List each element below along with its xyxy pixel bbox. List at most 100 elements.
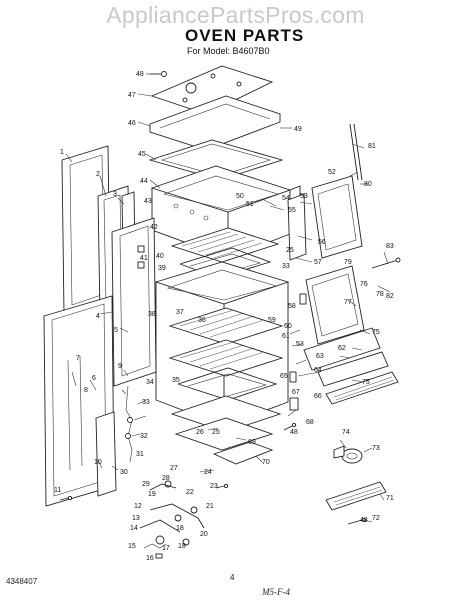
callout-76: 76	[360, 281, 368, 288]
leader-lines	[65, 73, 391, 523]
callout-51: 51	[246, 201, 254, 208]
control-cluster	[139, 480, 205, 559]
callout-63: 63	[316, 353, 324, 360]
callout-52: 52	[328, 169, 336, 176]
kick-grille	[325, 481, 387, 511]
callout-40: 40	[156, 253, 164, 260]
callout-7: 7	[76, 355, 80, 362]
callout-18-upper: 18	[176, 525, 184, 532]
callout-22: 22	[186, 489, 194, 496]
watermark: AppliancePartsPros.com	[106, 2, 365, 28]
callout-25: 25	[286, 247, 294, 254]
callout-48-bottom: 48	[360, 517, 368, 524]
callout-3: 3	[113, 191, 117, 198]
callout-77: 77	[344, 299, 352, 306]
callout-32: 32	[140, 433, 148, 440]
callout-27: 27	[170, 465, 178, 472]
callout-83: 83	[386, 243, 394, 250]
callout-31: 31	[136, 451, 144, 458]
callout-5: 5	[114, 327, 118, 334]
door-frame-lower	[303, 327, 389, 387]
front-frame	[111, 217, 157, 387]
callout-28: 28	[162, 475, 170, 482]
callout-4: 4	[96, 313, 100, 320]
callout-48-top: 48	[136, 71, 144, 78]
callout-82: 82	[386, 293, 394, 300]
callout-12: 12	[134, 503, 142, 510]
callout-38: 38	[148, 311, 156, 318]
callout-19: 19	[148, 491, 156, 498]
callout-70: 70	[262, 459, 270, 466]
callout-62: 62	[338, 345, 346, 352]
callout-71: 71	[386, 495, 394, 502]
callout-56: 56	[318, 239, 326, 246]
callout-1: 1	[60, 149, 64, 156]
callout-6: 6	[92, 375, 96, 382]
callout-64: 64	[314, 367, 322, 374]
callout-55: 55	[288, 207, 296, 214]
callout-2: 2	[96, 171, 100, 178]
callout-33-lower: 33	[142, 399, 150, 406]
callout-57: 57	[314, 259, 322, 266]
callout-labels: 48 47 46 4 9 45 44 1 2 3 43 42 41 40 39 5…	[54, 71, 394, 562]
callout-10: 10	[94, 459, 102, 466]
callout-36: 36	[198, 317, 206, 324]
callout-47: 47	[128, 92, 136, 99]
callout-48-mid: 48	[290, 429, 298, 436]
callout-20: 20	[200, 531, 208, 538]
door-hinge-bracket	[287, 193, 307, 261]
callout-44: 44	[140, 178, 148, 185]
callout-45: 45	[138, 151, 146, 158]
callout-34: 34	[146, 379, 154, 386]
callout-60: 60	[284, 323, 292, 330]
door-handle-rod	[371, 257, 401, 269]
callout-14: 14	[130, 525, 138, 532]
diagram-title: OVEN PARTS	[185, 26, 305, 45]
callout-9: 9	[118, 363, 122, 370]
callout-29: 29	[142, 481, 150, 488]
callout-79: 79	[344, 259, 352, 266]
callout-24: 24	[204, 469, 212, 476]
callout-80: 80	[364, 181, 372, 188]
callout-78: 78	[376, 291, 384, 298]
callout-75-upper: 75	[372, 329, 380, 336]
callout-50: 50	[236, 193, 244, 200]
lower-rack-middle	[168, 339, 284, 377]
callout-42: 42	[150, 224, 158, 231]
callout-21: 21	[206, 503, 214, 510]
upper-rack	[170, 227, 280, 263]
callout-75-lower: 75	[362, 379, 370, 386]
callout-61: 61	[282, 333, 290, 340]
callout-35: 35	[172, 377, 180, 384]
lower-side-strip	[95, 411, 117, 497]
callout-43: 43	[144, 198, 152, 205]
callout-73: 73	[372, 445, 380, 452]
door-glass-upper	[311, 175, 363, 259]
callout-58: 58	[288, 303, 296, 310]
lower-rack-top	[168, 307, 284, 345]
callout-17: 17	[162, 545, 170, 552]
callout-30: 30	[120, 469, 128, 476]
callout-13: 13	[132, 515, 140, 522]
door-handle-grille	[325, 371, 399, 405]
door-glass-lower	[305, 265, 365, 345]
callout-46: 46	[128, 120, 136, 127]
callout-68: 68	[306, 419, 314, 426]
callout-59: 59	[268, 317, 276, 324]
callout-65: 65	[280, 373, 288, 380]
model-line: For Model: B4607B0	[187, 46, 270, 56]
bake-element	[177, 367, 278, 401]
top-screw	[150, 71, 167, 77]
callout-11: 11	[54, 487, 61, 494]
control-knob	[333, 445, 363, 464]
callout-26: 26	[196, 429, 204, 436]
footer-revision: M5-F-4	[262, 587, 290, 597]
callout-37: 37	[176, 309, 184, 316]
door-latch-small	[289, 293, 307, 411]
callout-53-lower: 53	[296, 341, 304, 348]
callout-23: 23	[210, 483, 218, 490]
callout-39: 39	[158, 265, 166, 272]
callout-41: 41	[140, 255, 148, 262]
footer-part-number: 4348407	[6, 577, 38, 586]
